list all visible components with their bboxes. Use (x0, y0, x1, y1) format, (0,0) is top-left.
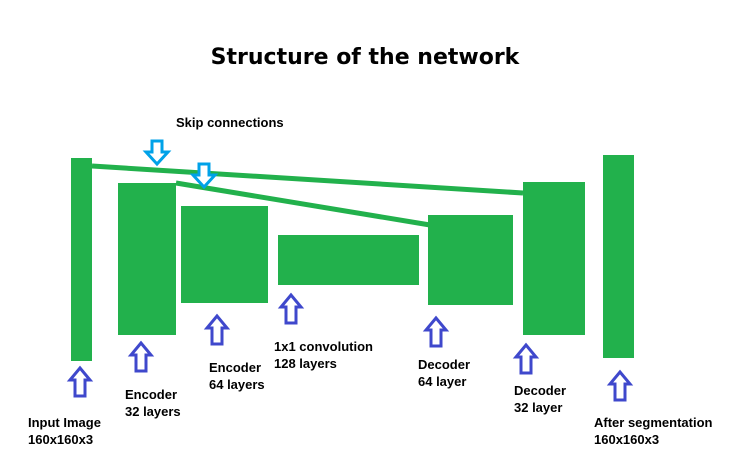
label-after-segmentation: After segmentation (594, 415, 713, 430)
label-input-image: Input Image (28, 415, 101, 430)
skip-arrow-down-icon (191, 162, 217, 189)
up-arrow-icon (424, 316, 448, 348)
skip-connections-label: Skip connections (176, 115, 284, 130)
up-arrow-icon (205, 314, 229, 346)
block-decoder-64 (428, 215, 513, 305)
block-input-image (71, 158, 92, 361)
up-arrow-icon (514, 343, 538, 375)
skip-connection-line-inner (175, 180, 431, 228)
label-decoder-32-layers: 32 layer (514, 400, 562, 415)
up-arrow-icon (279, 293, 303, 325)
label-conv-1x1-layers: 128 layers (274, 356, 337, 371)
label-after-segmentation-size: 160x160x3 (594, 432, 659, 447)
up-arrow-icon (129, 341, 153, 373)
label-encoder-64: Encoder (209, 360, 261, 375)
label-conv-1x1: 1x1 convolution (274, 339, 373, 354)
block-encoder-64 (181, 206, 268, 303)
skip-arrow-down-icon (144, 139, 170, 166)
block-encoder-32 (118, 183, 176, 335)
block-after-segmentation (603, 155, 634, 358)
skip-connection-line-outer (91, 163, 524, 196)
label-encoder-64-layers: 64 layers (209, 377, 265, 392)
label-encoder-32-layers: 32 layers (125, 404, 181, 419)
block-decoder-32 (523, 182, 585, 335)
up-arrow-icon (608, 370, 632, 402)
up-arrow-icon (68, 366, 92, 398)
block-conv-1x1 (278, 235, 419, 285)
label-decoder-64: Decoder (418, 357, 470, 372)
label-encoder-32: Encoder (125, 387, 177, 402)
label-decoder-64-layers: 64 layer (418, 374, 466, 389)
label-input-image-size: 160x160x3 (28, 432, 93, 447)
diagram-title: Structure of the network (211, 45, 521, 70)
label-decoder-32: Decoder (514, 383, 566, 398)
